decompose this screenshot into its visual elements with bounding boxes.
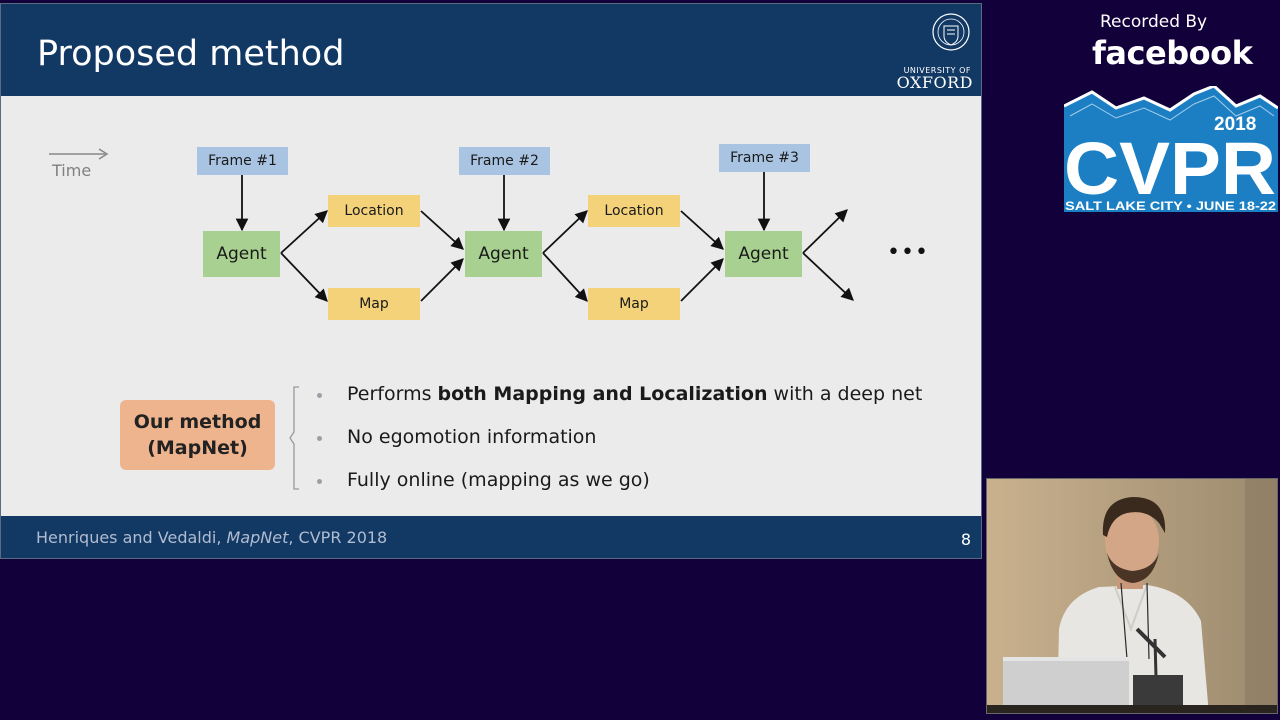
- time-arrow-icon: [49, 148, 109, 160]
- method-box-line1: Our method: [133, 411, 262, 433]
- bullet-1-prefix: Performs: [347, 383, 438, 405]
- method-box-line2: (MapNet): [147, 437, 248, 459]
- bullet-dot-icon: [317, 479, 322, 484]
- speaker-video: [986, 478, 1278, 714]
- slide-header: Proposed method UNIVERSITY OF OXFORD: [1, 4, 981, 96]
- method-box: Our method (MapNet): [120, 400, 275, 470]
- agent-1-box: Agent: [203, 231, 280, 277]
- recorded-by-label: Recorded By: [1100, 12, 1208, 32]
- facebook-logo: facebook: [1092, 34, 1253, 72]
- footer-venue: , CVPR 2018: [288, 528, 388, 547]
- frame-2-box: Frame #2: [459, 147, 550, 175]
- map-1-box: Map: [328, 288, 420, 320]
- logo-university-of: UNIVERSITY OF: [903, 66, 971, 75]
- agent-3-box: Agent: [725, 231, 802, 277]
- bullet-dot-icon: [317, 436, 322, 441]
- logo-oxford: OXFORD: [896, 73, 973, 92]
- bullet-1-bold: both Mapping and Localization: [437, 383, 768, 405]
- brace-icon: [289, 386, 299, 490]
- footer-authors: Henriques and Vedaldi,: [36, 528, 227, 547]
- slide-footer: Henriques and Vedaldi, MapNet, CVPR 2018…: [1, 516, 981, 558]
- presentation-slide: Proposed method UNIVERSITY OF OXFORD Tim…: [0, 3, 982, 559]
- footer-paper: MapNet: [226, 528, 289, 547]
- bullet-1-suffix: with a deep net: [767, 383, 923, 405]
- oxford-logo: UNIVERSITY OF OXFORD: [895, 10, 975, 94]
- map-2-box: Map: [588, 288, 680, 320]
- bullet-3-text: Fully online (mapping as we go): [347, 469, 650, 491]
- time-label: Time: [52, 161, 92, 180]
- bullet-list: Performs both Mapping and Localization w…: [317, 380, 922, 509]
- bullet-item: Performs both Mapping and Localization w…: [317, 380, 922, 423]
- ellipsis: •••: [887, 240, 929, 265]
- frame-1-box: Frame #1: [197, 147, 288, 175]
- bullet-item: Fully online (mapping as we go): [317, 466, 922, 509]
- slide-title: Proposed method: [37, 34, 345, 74]
- diagram-arrows: [235, 170, 854, 302]
- location-2-box: Location: [588, 195, 680, 227]
- frame-3-box: Frame #3: [719, 144, 810, 172]
- cvpr-location: SALT LAKE CITY • JUNE 18-22: [1065, 199, 1276, 213]
- cvpr-2018-logo: 2018 CVPR SALT LAKE CITY • JUNE 18-22: [1064, 86, 1278, 213]
- location-1-box: Location: [328, 195, 420, 227]
- agent-2-box: Agent: [465, 231, 542, 277]
- speaker-video-scene: [987, 479, 1277, 713]
- bullet-item: No egomotion information: [317, 423, 922, 466]
- footer-citation: Henriques and Vedaldi, MapNet, CVPR 2018: [36, 528, 387, 547]
- bullet-2-text: No egomotion information: [347, 426, 597, 448]
- cvpr-name: CVPR: [1064, 127, 1276, 210]
- bullet-dot-icon: [317, 393, 322, 398]
- cvpr-year: 2018: [1214, 114, 1256, 135]
- page-number: 8: [960, 530, 971, 549]
- oxford-crest-icon: [932, 13, 970, 51]
